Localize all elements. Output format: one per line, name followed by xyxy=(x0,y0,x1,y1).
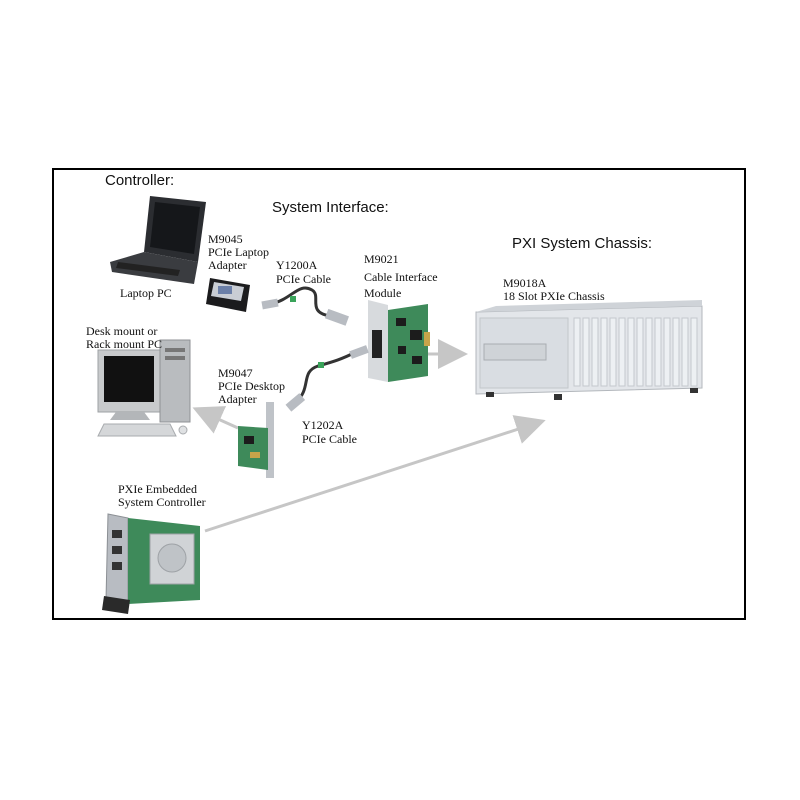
embedded-controller-image xyxy=(102,513,200,614)
y1200a-cable-image xyxy=(261,286,349,326)
label-embedded-line2: System Controller xyxy=(118,495,206,509)
label-m9045-line2: PCIe Laptop xyxy=(208,245,269,259)
label-m9018a-line1: M9018A xyxy=(503,276,547,290)
chassis-slot xyxy=(573,317,581,387)
chassis-slot xyxy=(627,317,635,387)
chassis-slot xyxy=(600,317,608,387)
m9045-adapter-image xyxy=(206,278,250,312)
chassis-slot xyxy=(672,317,680,387)
label-y1202a-line1: Y1202A xyxy=(302,418,344,432)
y1202a-cable-image xyxy=(285,345,369,412)
label-y1202a-line2: PCIe Cable xyxy=(302,432,357,446)
arrow-embedded-to-chassis xyxy=(204,415,546,533)
label-m9021-line3: Module xyxy=(364,286,402,300)
chassis-slot xyxy=(690,317,698,387)
label-m9047-line2: PCIe Desktop xyxy=(218,379,285,393)
chassis-slot xyxy=(618,317,626,387)
chassis-slot xyxy=(654,317,662,387)
chassis-slot xyxy=(636,317,644,387)
chassis-slot xyxy=(645,317,653,387)
chassis-slot xyxy=(681,317,689,387)
label-m9045-line3: Adapter xyxy=(208,258,247,272)
m9047-adapter-image xyxy=(238,402,274,478)
label-m9021-line1: M9021 xyxy=(364,252,399,266)
label-m9047-line3: Adapter xyxy=(218,392,257,406)
chassis-slot xyxy=(591,317,599,387)
label-desktop-line2: Rack mount PC xyxy=(86,337,163,351)
label-m9018a-line2: 18 Slot PXIe Chassis xyxy=(503,289,605,303)
diagram-frame xyxy=(52,168,746,620)
m9018a-chassis-image xyxy=(475,300,703,400)
chassis-slot xyxy=(582,317,590,387)
heading-pxi-chassis: PXI System Chassis: xyxy=(512,235,653,252)
label-y1200a-line1: Y1200A xyxy=(276,258,318,272)
chassis-slot xyxy=(609,317,617,387)
laptop-pc-image xyxy=(110,196,206,284)
heading-system-interface: System Interface: xyxy=(272,199,389,216)
m9021-module-image xyxy=(368,300,430,382)
heading-controller: Controller: xyxy=(105,172,175,189)
label-m9021-line2: Cable Interface xyxy=(364,270,438,284)
arrow-to-desktop xyxy=(192,406,239,434)
label-embedded-line1: PXIe Embedded xyxy=(118,482,197,496)
label-m9045-line1: M9045 xyxy=(208,232,243,246)
label-m9047-line1: M9047 xyxy=(218,366,253,380)
chassis-slot xyxy=(663,317,671,387)
label-y1200a-line2: PCIe Cable xyxy=(276,272,331,286)
label-desktop-line1: Desk mount or xyxy=(86,324,158,338)
label-laptop-pc: Laptop PC xyxy=(120,286,172,300)
desktop-pc-image xyxy=(97,339,191,437)
